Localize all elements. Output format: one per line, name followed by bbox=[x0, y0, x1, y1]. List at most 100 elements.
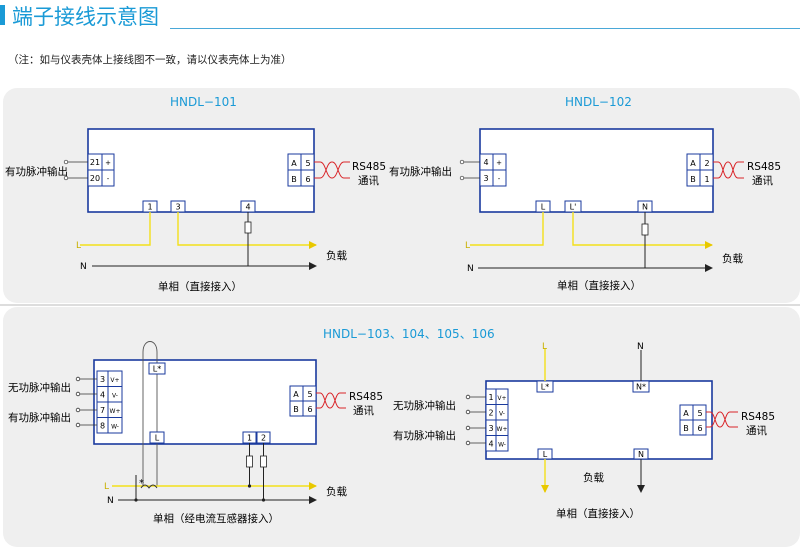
bottom-terminals: L L' N bbox=[535, 200, 653, 213]
terminal-label: 4 bbox=[245, 203, 250, 212]
wiring-caption: 单相（直接接入） bbox=[158, 280, 242, 293]
twisted-pair-icon bbox=[706, 411, 738, 428]
wiring-caption: 单相（直接接入） bbox=[557, 279, 641, 292]
pulse-terminal-block: 4 + 3 - bbox=[479, 153, 507, 187]
terminal-number: 6 bbox=[697, 424, 702, 433]
terminal-label: 3 bbox=[175, 203, 180, 212]
terminal-letter: B bbox=[683, 424, 689, 433]
terminal-number: 4 bbox=[100, 391, 105, 400]
terminal-number: 3 bbox=[488, 424, 493, 433]
line-l-label: L bbox=[542, 342, 547, 352]
terminal-label: L' bbox=[570, 203, 577, 212]
line-l-label: L bbox=[76, 241, 81, 251]
meter-box-103-direct bbox=[485, 380, 713, 460]
terminal-number: 1 bbox=[704, 175, 709, 184]
terminal-label: N bbox=[638, 450, 644, 459]
live-line-load bbox=[572, 212, 713, 249]
terminal-sign: + bbox=[105, 159, 111, 167]
twisted-pair-icon bbox=[713, 161, 744, 179]
terminal-number: 7 bbox=[100, 406, 105, 415]
meter-box-101 bbox=[87, 128, 315, 213]
wiring-caption: 单相（直接接入） bbox=[556, 507, 640, 520]
polarity-star: * bbox=[139, 478, 144, 489]
terminal-letter: B bbox=[690, 175, 696, 184]
title-bar: 端子接线示意图 bbox=[0, 0, 800, 34]
terminal-sign: W- bbox=[111, 424, 119, 431]
line-n-label: N bbox=[637, 342, 644, 352]
terminal-sign: + bbox=[496, 159, 502, 167]
model-label-103-106: HNDL−103、104、105、106 bbox=[323, 327, 495, 341]
terminal-number: 2 bbox=[704, 159, 709, 168]
pulse-terminal-block: 1 V+ 2 V- 3 W+ 4 W- bbox=[485, 388, 509, 452]
terminal-sign: - bbox=[498, 175, 501, 183]
rs485-label: RS485 bbox=[741, 411, 775, 423]
load-label: 负载 bbox=[326, 485, 347, 498]
comm-label: 通讯 bbox=[358, 174, 379, 187]
current-transformer-loop bbox=[142, 341, 158, 486]
terminal-number: 4 bbox=[483, 158, 488, 167]
top-terminal-label: L* bbox=[153, 365, 161, 374]
live-line-load bbox=[177, 212, 317, 249]
terminal-number: 1 bbox=[488, 393, 493, 402]
terminal-sign: W+ bbox=[497, 426, 508, 433]
terminal-sign: V+ bbox=[110, 377, 119, 384]
terminal-letter: A bbox=[293, 390, 299, 399]
hndl-103-ct-diagram: 3 V+ 4 V- 7 W+ 8 W- 无功脉冲输出 有功脉冲输出 L* A 5 bbox=[8, 341, 383, 525]
terminal-number: 6 bbox=[307, 405, 312, 414]
terminal-sign: V- bbox=[112, 393, 118, 400]
meter-box-103-ct bbox=[93, 359, 317, 445]
terminal-letter: B bbox=[291, 175, 297, 184]
terminal-number: 20 bbox=[90, 174, 100, 183]
terminal-number: 3 bbox=[100, 375, 105, 384]
load-label: 负载 bbox=[583, 471, 604, 484]
active-pulse-label: 有功脉冲输出 bbox=[8, 411, 71, 424]
fuse-icon bbox=[260, 455, 267, 468]
terminal-label: L bbox=[543, 450, 548, 459]
title-accent-bar bbox=[0, 5, 5, 25]
terminal-label: 1 bbox=[147, 203, 152, 212]
rs485-terminal-block: A 5 B 6 bbox=[287, 153, 315, 187]
rs485-terminal-block: A 5 B 6 bbox=[679, 404, 707, 436]
load-label: 负载 bbox=[722, 252, 743, 265]
terminal-number: 4 bbox=[488, 440, 493, 449]
rs485-label: RS485 bbox=[352, 161, 386, 173]
live-line bbox=[80, 212, 151, 246]
fuse-icon bbox=[641, 223, 649, 236]
page-title: 端子接线示意图 bbox=[12, 5, 159, 29]
terminal-number: 3 bbox=[483, 174, 488, 183]
terminal-sign: V+ bbox=[497, 395, 506, 402]
terminal-label: L bbox=[155, 434, 160, 443]
rs485-label: RS485 bbox=[349, 391, 383, 403]
pulse-terminal-block: 3 V+ 4 V- 7 W+ 8 W- bbox=[96, 370, 123, 434]
terminal-letter: A bbox=[291, 159, 297, 168]
comm-label: 通讯 bbox=[752, 174, 773, 187]
terminal-label: 2 bbox=[261, 434, 266, 443]
comm-label: 通讯 bbox=[746, 424, 767, 437]
rs485-label: RS485 bbox=[747, 161, 781, 173]
fuse-icon bbox=[246, 455, 253, 468]
wiring-caption: 单相（经电流互感器接入） bbox=[153, 512, 279, 525]
pulse-output-label: 有功脉冲输出 bbox=[389, 165, 452, 178]
reactive-pulse-label: 无功脉冲输出 bbox=[393, 399, 456, 412]
line-l-label: L bbox=[465, 241, 470, 251]
line-n-label: N bbox=[80, 262, 87, 272]
hndl-101-diagram: HNDL−101 21 + 20 - 有功脉冲输出 A 5 B 6 bbox=[5, 95, 386, 293]
hndl-103-direct-diagram: 1 V+ 2 V- 3 W+ 4 W- 无功脉冲输出 有功脉冲输出 L* N* bbox=[393, 342, 775, 520]
rs485-terminal-block: A 5 B 6 bbox=[289, 385, 317, 417]
terminal-letter: B bbox=[293, 405, 299, 414]
wiring-note: （注：如与仪表壳体上接线图不一致，请以仪表壳体上为准） bbox=[8, 54, 292, 66]
bottom-terminals: L 1 2 bbox=[149, 431, 271, 444]
model-label-102: HNDL−102 bbox=[565, 95, 632, 109]
hndl-102-diagram: HNDL−102 4 + 3 - 有功脉冲输出 A 2 B 1 R bbox=[389, 95, 781, 292]
active-pulse-label: 有功脉冲输出 bbox=[393, 429, 456, 442]
terminal-number: 5 bbox=[307, 390, 312, 399]
terminal-label: L bbox=[541, 203, 546, 212]
ct-coil-icon bbox=[140, 484, 158, 489]
terminal-label: L* bbox=[541, 383, 549, 392]
title-underline bbox=[170, 28, 800, 29]
reactive-pulse-label: 无功脉冲输出 bbox=[8, 381, 71, 394]
terminal-label: N* bbox=[636, 383, 646, 392]
terminal-sign: V- bbox=[499, 411, 505, 418]
live-line bbox=[470, 212, 544, 246]
